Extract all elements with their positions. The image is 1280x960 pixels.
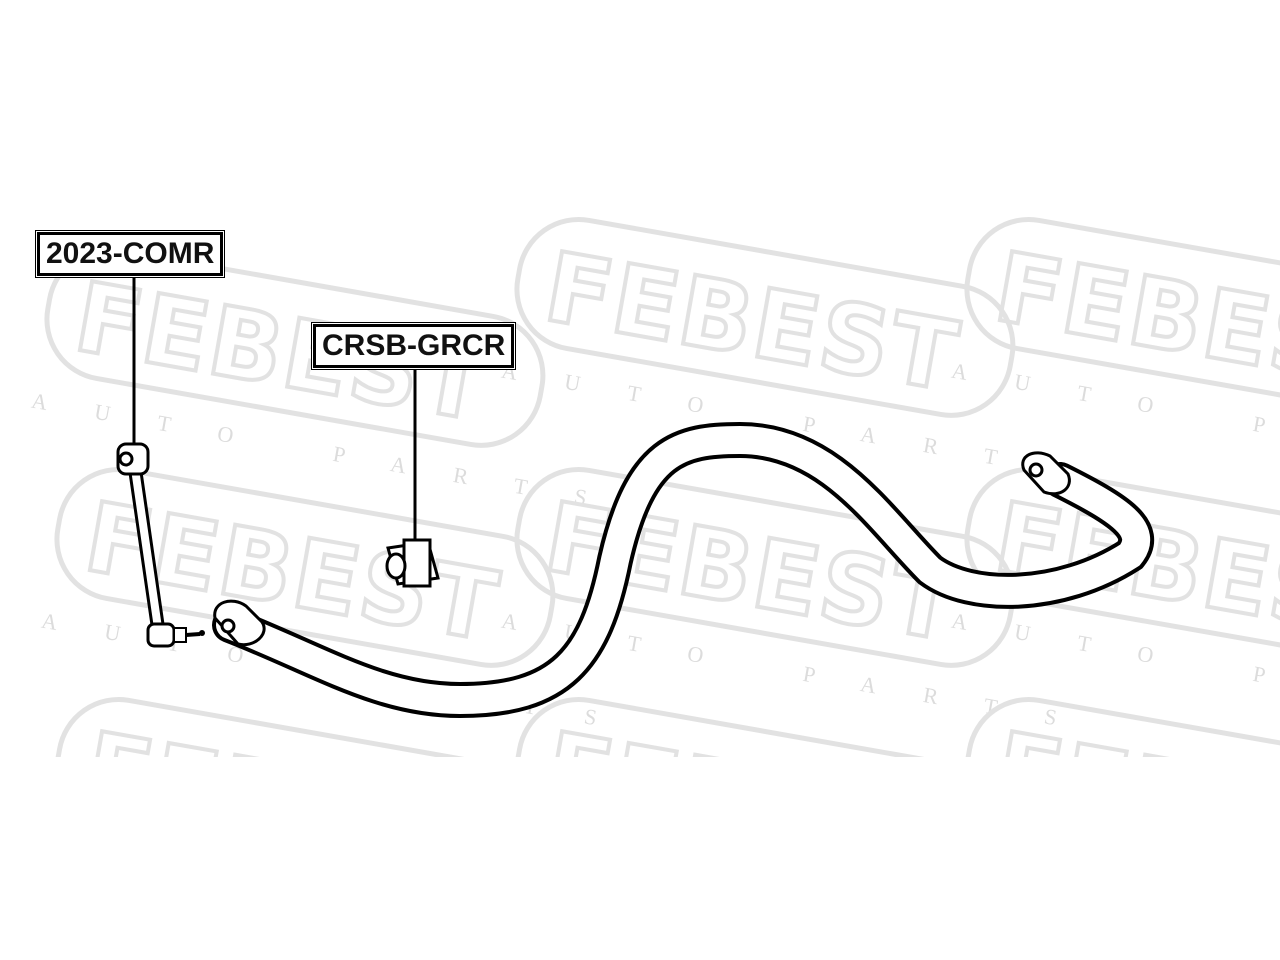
part-label-link: 2023-COMR (37, 232, 224, 276)
bar-left-eye (213, 599, 266, 647)
link-lower-joint (146, 622, 205, 648)
bar-right-eye (1021, 451, 1071, 496)
part-label-bushing: CRSB-GRCR (313, 324, 515, 368)
stabilizer-bar (212, 421, 1154, 719)
stabilizer-bushing (385, 538, 440, 588)
link-upper-joint (116, 442, 150, 476)
stabilizer-link (116, 442, 205, 648)
